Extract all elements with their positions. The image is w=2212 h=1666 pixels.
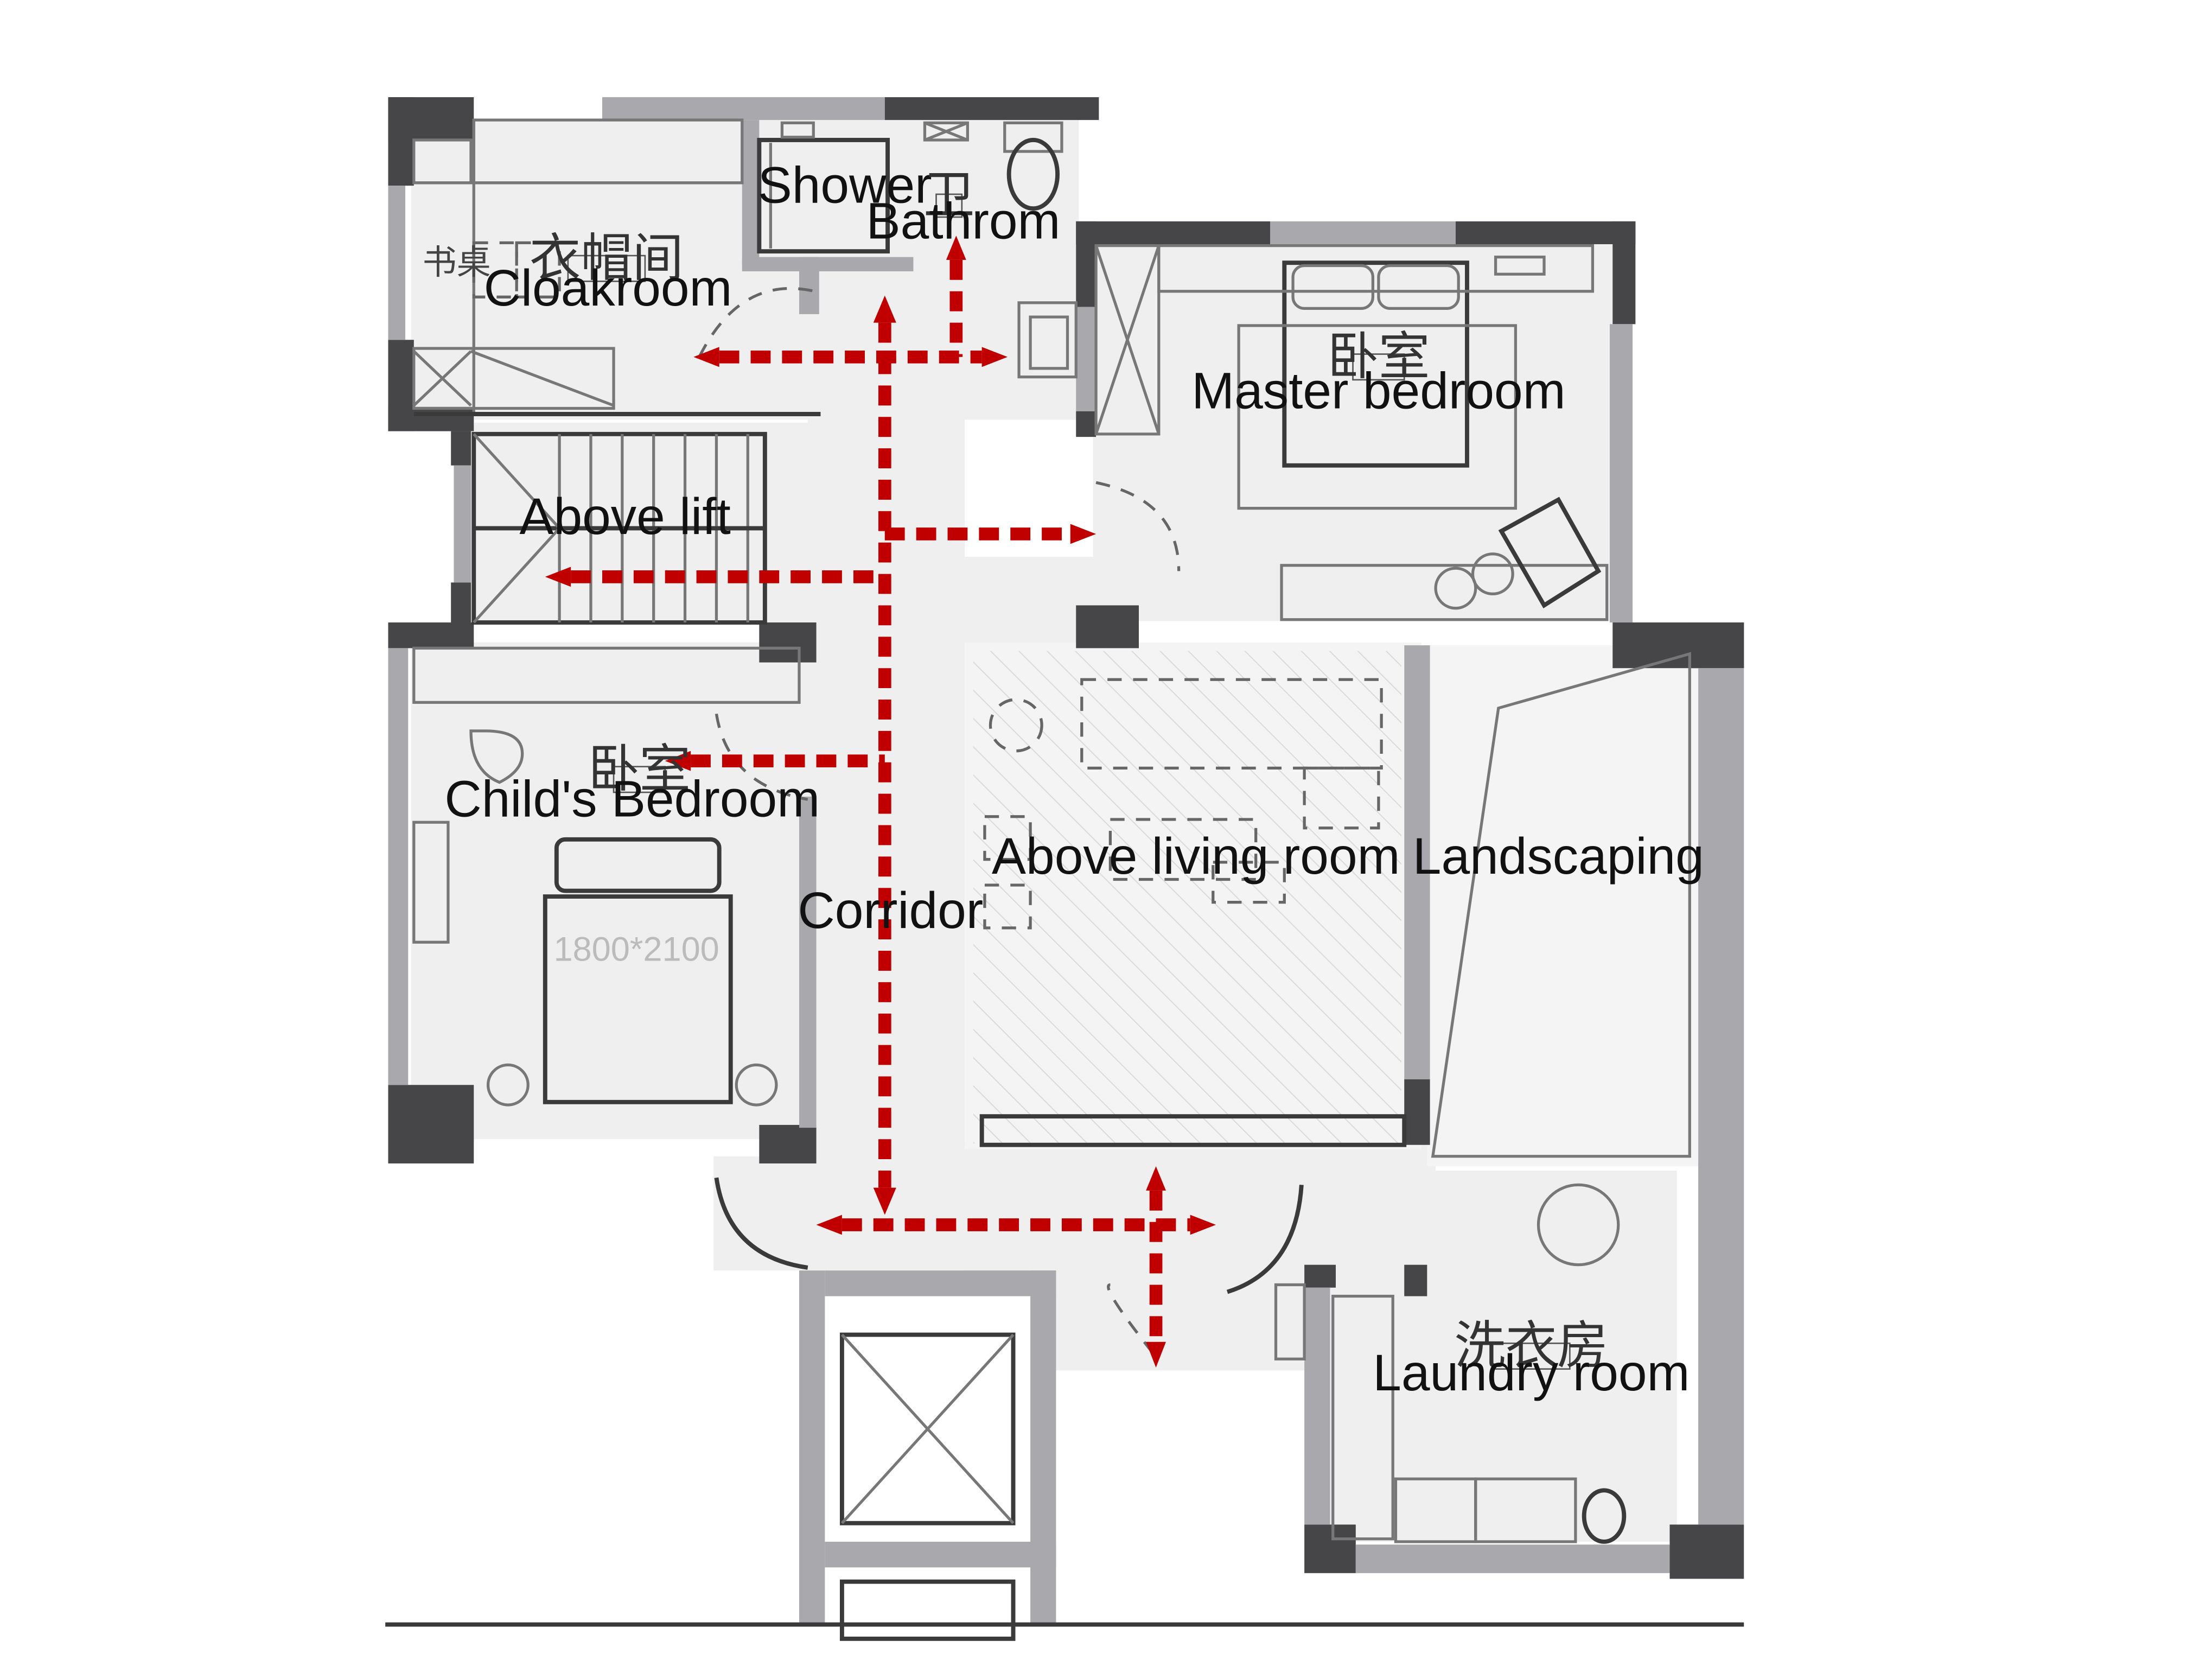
cloakroom-zh-box: [567, 255, 646, 282]
landscaping-label: Landscaping: [1413, 828, 1704, 885]
corridor-label: Corridor: [798, 882, 983, 939]
above-living-label: Above living room: [992, 828, 1400, 885]
master-label: Master bedroom: [1191, 362, 1565, 419]
desk-zh-label: 书桌: [423, 242, 491, 282]
cloakroom-zh-label: 衣帽间: [530, 228, 684, 288]
room-labels: Shower 卫 Bathrom 衣帽间 Cloakroom 书桌 卧室 Mas…: [423, 157, 1704, 1402]
child-zh-box: [613, 766, 666, 793]
bathroom-label: Bathrom: [866, 192, 1061, 250]
child-label: Child's Bedroom: [444, 771, 820, 828]
bathroom-zh-label: 卫: [923, 166, 975, 225]
interior-lines: [385, 118, 1744, 1641]
bed-size-label: 1800*2100: [553, 930, 719, 968]
master-zh-box: [1352, 353, 1405, 381]
laundry-label: Laundry room: [1373, 1344, 1690, 1402]
master-zh-label: 卧室: [1327, 327, 1430, 386]
shower-label: Shower: [758, 157, 932, 214]
stair-treads: [473, 433, 765, 624]
above-lift-label: Above lift: [519, 488, 730, 545]
cloakroom-label: Cloakroom: [484, 259, 732, 317]
child-zh-label: 卧室: [588, 740, 691, 799]
circulation-arrows: [545, 236, 1216, 1368]
laundry-zh-box: [1492, 1343, 1571, 1370]
living-void-hatch: [973, 651, 1401, 1144]
walls: [388, 97, 1744, 1579]
laundry-zh-label: 洗衣房: [1454, 1316, 1608, 1376]
walls-light: [388, 120, 1744, 1625]
bathroom-zh-box: [935, 193, 963, 218]
